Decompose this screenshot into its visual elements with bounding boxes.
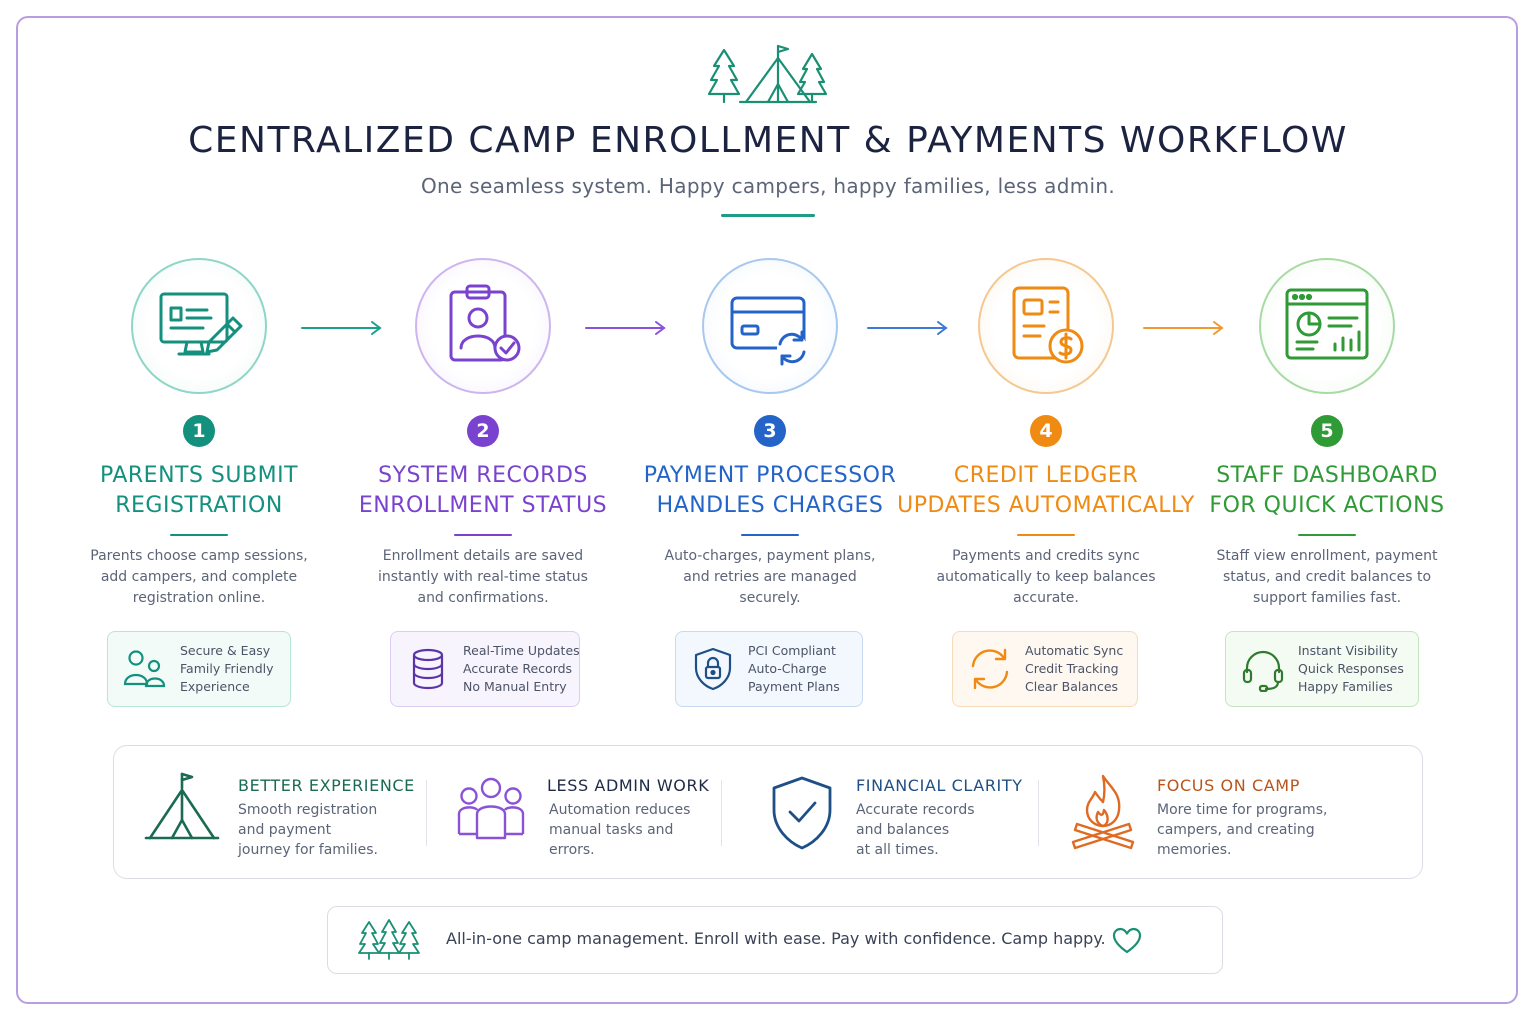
shield-lock-icon bbox=[694, 647, 732, 691]
step-3-icon-circle bbox=[702, 258, 838, 394]
shield-check-icon bbox=[772, 776, 832, 850]
page-title: CENTRALIZED CAMP ENROLLMENT & PAYMENTS W… bbox=[188, 120, 1348, 161]
footer-tagline: All-in-one camp management. Enroll with … bbox=[446, 929, 1106, 948]
benefit-4-description: More time for programs,campers, and crea… bbox=[1157, 802, 1328, 858]
arrow-right-icon bbox=[585, 321, 666, 335]
clipboard-check-icon bbox=[449, 284, 521, 362]
trees-icon bbox=[358, 919, 420, 960]
step-1-number-badge: 1 bbox=[183, 415, 215, 447]
benefit-2-title: LESS ADMIN WORK bbox=[547, 776, 710, 795]
step-3-divider bbox=[741, 534, 799, 536]
step-2-icon-circle bbox=[415, 258, 551, 394]
benefit-4-title: FOCUS ON CAMP bbox=[1157, 776, 1300, 795]
arrow-right-icon bbox=[1143, 321, 1224, 335]
step-5-divider bbox=[1298, 534, 1356, 536]
dashboard-chart-icon bbox=[1285, 288, 1369, 360]
step-2-divider bbox=[454, 534, 512, 536]
step-5-number-badge: 5 bbox=[1311, 415, 1343, 447]
step-5-icon-circle bbox=[1259, 258, 1395, 394]
camp-logo-icon bbox=[707, 44, 828, 104]
step-3-description: Auto-charges, payment plans,and retries … bbox=[664, 548, 876, 606]
ledger-dollar-icon bbox=[1012, 286, 1084, 364]
computer-form-icon bbox=[159, 292, 243, 356]
step-4-divider bbox=[1017, 534, 1075, 536]
benefits-divider bbox=[721, 780, 722, 846]
benefit-3-title: FINANCIAL CLARITY bbox=[856, 776, 1023, 795]
sync-icon bbox=[971, 648, 1009, 690]
step-1-icon-circle bbox=[131, 258, 267, 394]
step-1-description: Parents choose camp sessions,add campers… bbox=[90, 548, 308, 606]
page-subtitle: One seamless system. Happy campers, happ… bbox=[421, 174, 1115, 198]
headset-icon bbox=[1242, 650, 1284, 692]
benefits-divider bbox=[426, 780, 427, 846]
footer-banner: All-in-one camp management. Enroll with … bbox=[327, 906, 1223, 974]
step-4-number-badge: 4 bbox=[1030, 415, 1062, 447]
arrow-right-icon bbox=[867, 321, 948, 335]
step-4-icon-circle bbox=[978, 258, 1114, 394]
database-icon bbox=[412, 648, 444, 690]
people-group-icon bbox=[457, 777, 525, 840]
family-icon bbox=[123, 650, 166, 688]
credit-card-sync-icon bbox=[730, 296, 807, 366]
benefit-1-title: BETTER EXPERIENCE bbox=[238, 776, 415, 795]
step-1-divider bbox=[170, 534, 228, 536]
tent-icon bbox=[144, 772, 220, 840]
title-divider bbox=[721, 214, 815, 217]
benefit-focus-on-camp: FOCUS ON CAMP More time for programs,cam… bbox=[1039, 746, 1423, 880]
step-2-number-badge: 2 bbox=[467, 415, 499, 447]
arrow-right-icon bbox=[301, 321, 382, 335]
benefits-divider bbox=[1038, 780, 1039, 846]
campfire-icon bbox=[1071, 774, 1135, 850]
step-3-number-badge: 3 bbox=[754, 415, 786, 447]
heart-icon bbox=[1112, 927, 1142, 954]
